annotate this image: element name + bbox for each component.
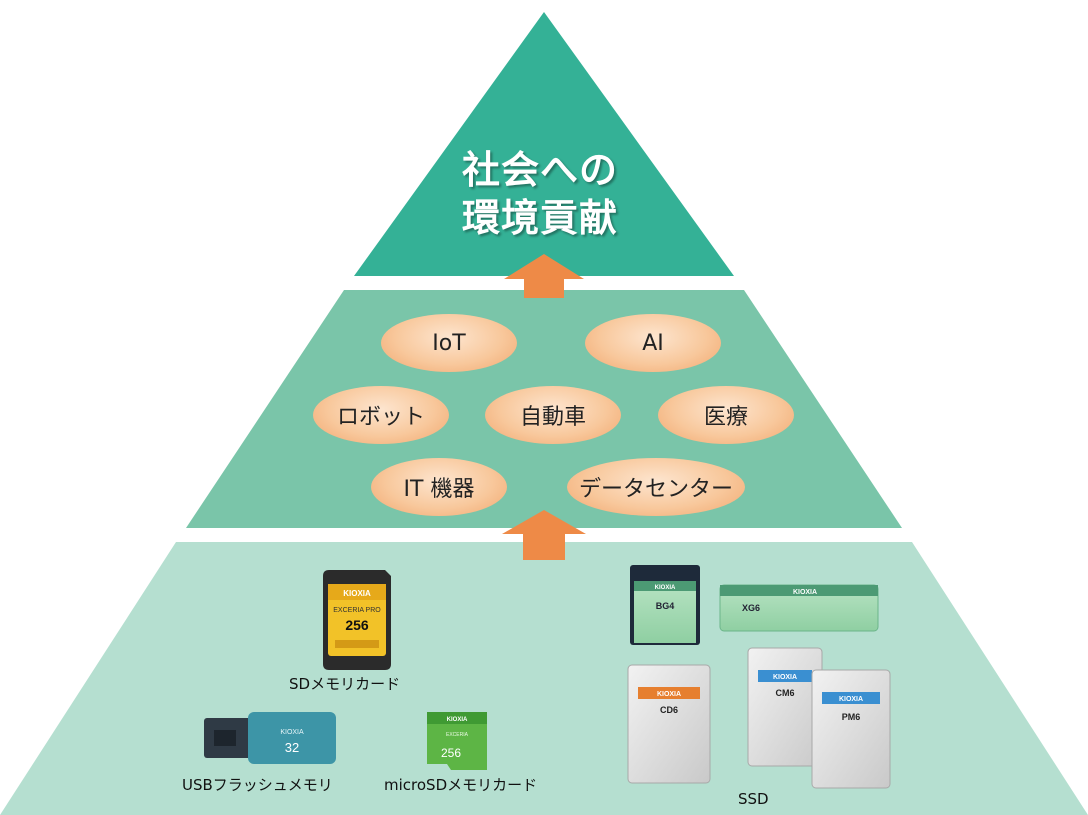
usb-caption: USBフラッシュメモリ xyxy=(182,776,333,794)
microsd-series: EXCERIA xyxy=(446,732,469,738)
microsd-brand: KIOXIA xyxy=(447,717,468,723)
ssd-pm6-image: KIOXIA PM6 xyxy=(811,669,891,789)
ssd-cm6-image: KIOXIA CM6 xyxy=(747,647,823,767)
ssd-xg6-image: KIOXIA XG6 xyxy=(719,584,879,632)
ssd-cm6-model: CM6 xyxy=(775,688,794,698)
ssd-xg6-brand: KIOXIA xyxy=(793,589,817,596)
usb-drive-image: KIOXIA 32 xyxy=(204,712,336,764)
ssd-bg4-brand: KIOXIA xyxy=(655,585,676,591)
top-tier-title: 社会への 環境貢献 xyxy=(440,146,640,242)
ssd-bg4-image: KIOXIA BG4 xyxy=(630,565,700,645)
microsd-caption: microSDメモリカード xyxy=(384,776,538,794)
usb-capacity: 32 xyxy=(285,740,299,755)
application-it-equipment: IT 機器 xyxy=(371,458,507,516)
bottom-tier xyxy=(0,542,1088,815)
application-medical: 医療 xyxy=(658,386,794,444)
upward-arrow-bottom xyxy=(502,510,586,560)
ssd-xg6-model: XG6 xyxy=(742,603,760,613)
sd-series: EXCERIA PRO xyxy=(333,607,381,614)
ssd-cd6-model: CD6 xyxy=(660,705,678,715)
sd-card-image: KIOXIA EXCERIA PRO 256 xyxy=(323,570,391,670)
ssd-cm6-brand: KIOXIA xyxy=(773,674,797,681)
top-tier xyxy=(354,12,734,276)
ssd-cd6-image: KIOXIA CD6 xyxy=(627,664,711,784)
application-iot: IoT xyxy=(381,314,517,372)
ssd-pm6-brand: KIOXIA xyxy=(839,696,863,703)
microsd-capacity: 256 xyxy=(441,746,461,760)
upward-arrow-top xyxy=(504,254,584,298)
ssd-cd6-brand: KIOXIA xyxy=(657,691,681,698)
application-robot: ロボット xyxy=(313,386,449,444)
usb-brand: KIOXIA xyxy=(280,729,304,736)
top-tier-line2: 環境貢献 xyxy=(461,196,618,240)
sd-capacity: 256 xyxy=(345,617,369,633)
ssd-pm6-model: PM6 xyxy=(842,712,861,722)
top-tier-line1: 社会への xyxy=(461,148,618,192)
sd-card-caption: SDメモリカード xyxy=(289,675,401,693)
application-automobile: 自動車 xyxy=(485,386,621,444)
application-data-center: データセンター xyxy=(567,458,745,516)
ssd-caption: SSD xyxy=(738,790,769,808)
sd-brand: KIOXIA xyxy=(343,589,371,598)
ssd-bg4-model: BG4 xyxy=(656,601,675,611)
microsd-card-image: KIOXIA EXCERIA 256 xyxy=(427,712,487,770)
application-ai: AI xyxy=(585,314,721,372)
